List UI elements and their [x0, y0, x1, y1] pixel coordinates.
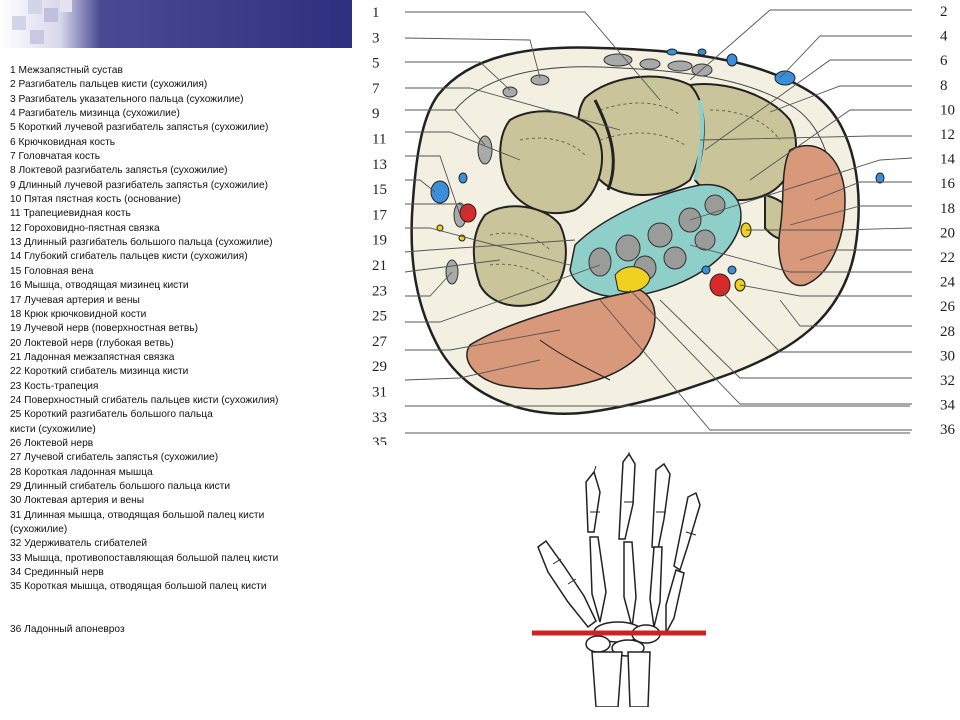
diagram-label-11: 11 — [372, 132, 386, 148]
diagram-label-7: 7 — [372, 81, 380, 97]
diagram-label-31: 31 — [372, 385, 387, 401]
extensor-tendons — [445, 53, 780, 285]
legend-item: 1 Межзапястный сустав — [10, 65, 123, 76]
hand-skeleton-illustration — [532, 452, 706, 707]
legend-item: 30 Локтевая артерия и вены — [10, 495, 145, 507]
legend-item: 28 Короткая ладонная мышца — [10, 466, 153, 478]
legend-item: 21 Ладонная межзапястная связка — [10, 351, 175, 363]
diagram-label-24: 24 — [940, 275, 956, 291]
legend-item: 16 Мышца, отводящая мизинец кисти — [10, 280, 189, 292]
cephalic-vein — [430, 180, 450, 204]
diagram-label-6: 6 — [940, 53, 948, 69]
diagram-label-21: 21 — [372, 258, 387, 274]
pisohamate-ligament — [693, 99, 705, 181]
diagram-label-35: 35 — [372, 435, 387, 445]
legend-item: 4 Разгибатель мизинца (сухожилие) — [10, 108, 180, 120]
legend-item: 23 Кость-трапеция — [10, 380, 99, 392]
diagram-label-2: 2 — [940, 4, 948, 20]
diagram-label-4: 4 — [940, 29, 948, 45]
legend-item: 18 Крюк крючковидной кости — [10, 308, 147, 320]
diagram-label-22: 22 — [940, 250, 955, 266]
diagram-label-28: 28 — [940, 324, 955, 340]
title-banner — [0, 0, 352, 48]
diagram-label-14: 14 — [940, 152, 956, 168]
diagram-label-26: 26 — [940, 299, 956, 315]
diagram-label-13: 13 — [372, 157, 387, 173]
legend-item: 33 Мышца, противопоставляющая большой па… — [10, 552, 279, 564]
diagram-label-10: 10 — [940, 102, 955, 118]
legend-item: 35 Короткая мышца, отводящая большой пал… — [10, 581, 267, 593]
thenar-muscles — [466, 289, 656, 390]
legend-item: 34 Срединный нерв — [10, 567, 104, 579]
diagram-label-17: 17 — [372, 207, 388, 223]
legend-item: 25 Короткий разгибатель большого пальца … — [10, 409, 213, 435]
legend-item: 2 Разгибатель пальцев кисти (сухожилия) — [10, 79, 208, 91]
legend-item: 14 Глубокий сгибатель пальцев кисти (сух… — [10, 251, 248, 263]
diagram-label-8: 8 — [940, 78, 948, 94]
legend-item: 22 Короткий сгибатель мизинца кисти — [10, 366, 189, 378]
diagram-label-5: 5 — [372, 56, 380, 72]
legend-item: 9 Длинный лучевой разгибатель запястья (… — [10, 179, 269, 191]
diagram-label-12: 12 — [940, 127, 955, 143]
leader-lines — [404, 9, 913, 434]
legend-item: 24 Поверхностный сгибатель пальцев кисти… — [10, 394, 279, 406]
diagram-label-36: 36 — [940, 422, 956, 438]
structure-legend: 1 Межзапястный сустав 2 Разгибатель пальц… — [10, 64, 345, 637]
legend-item: 26 Локтевой нерв — [10, 437, 94, 449]
legend-item: 5 Короткий лучевой разгибатель запястья … — [10, 122, 269, 134]
legend-item: 10 Пятая пястная кость (основание) — [10, 194, 181, 206]
diagram-label-1: 1 — [372, 5, 380, 21]
diagram-label-30: 30 — [940, 348, 955, 364]
trapezium-bone — [472, 205, 567, 307]
legend-item: 19 Лучевой нерв (поверхностная ветвь) — [10, 323, 198, 335]
diagram-label-18: 18 — [940, 201, 955, 217]
diagram-label-15: 15 — [372, 182, 387, 198]
carpal-bones — [472, 75, 800, 307]
legend-item: 8 Локтевой разгибатель запястья (сухожил… — [10, 165, 228, 177]
ulnar-artery — [709, 273, 731, 297]
legend-item: 32 Удерживатель сгибателей — [10, 538, 148, 550]
trapezoid-bone — [499, 110, 604, 215]
diagram-label-29: 29 — [372, 359, 387, 375]
legend-item: 12 Гороховидно-пястная связка — [10, 222, 160, 234]
intercarpal-joint-line — [593, 99, 615, 191]
legend-item: 36 Ладонный апоневроз — [10, 623, 125, 635]
diagram-label-23: 23 — [372, 283, 387, 299]
median-nerve — [614, 266, 651, 293]
diagram-label-3: 3 — [372, 30, 380, 46]
legend-item: 15 Головная вена — [10, 265, 94, 277]
bone-texture — [489, 102, 781, 281]
diagram-label-25: 25 — [372, 309, 387, 325]
legend-item: 17 Лучевая артерия и вены — [10, 294, 140, 306]
diagram-label-27: 27 — [372, 334, 388, 350]
diagram-label-16: 16 — [940, 176, 956, 192]
diagram-label-34: 34 — [940, 398, 956, 414]
legend-item: 20 Локтевой нерв (глубокая ветвь) — [10, 337, 174, 349]
decorative-squares — [0, 0, 80, 60]
legend-item: 3 Разгибатель указательного пальца (сухо… — [10, 93, 244, 105]
diagram-label-32: 32 — [940, 373, 955, 389]
legend-item: 6 Крючковидная кость — [10, 136, 116, 148]
legend-item: 7 Головчатая кость — [10, 151, 101, 163]
diagram-label-9: 9 — [372, 106, 380, 122]
diagram-label-20: 20 — [940, 225, 955, 241]
legend-item: 11 Трапециевидная кость — [10, 208, 131, 220]
legend-item: 29 Длинный сгибатель большого пальца кис… — [10, 480, 231, 492]
diagram-label-33: 33 — [372, 410, 387, 426]
diagram-label-19: 19 — [372, 233, 387, 249]
legend-item: 27 Лучевой сгибатель запястья (сухожилие… — [10, 452, 219, 464]
legend-item: 31 Длинная мышца, отводящая большой пале… — [10, 509, 265, 535]
legend-item: 13 Длинный разгибатель большого пальца (… — [10, 237, 273, 249]
